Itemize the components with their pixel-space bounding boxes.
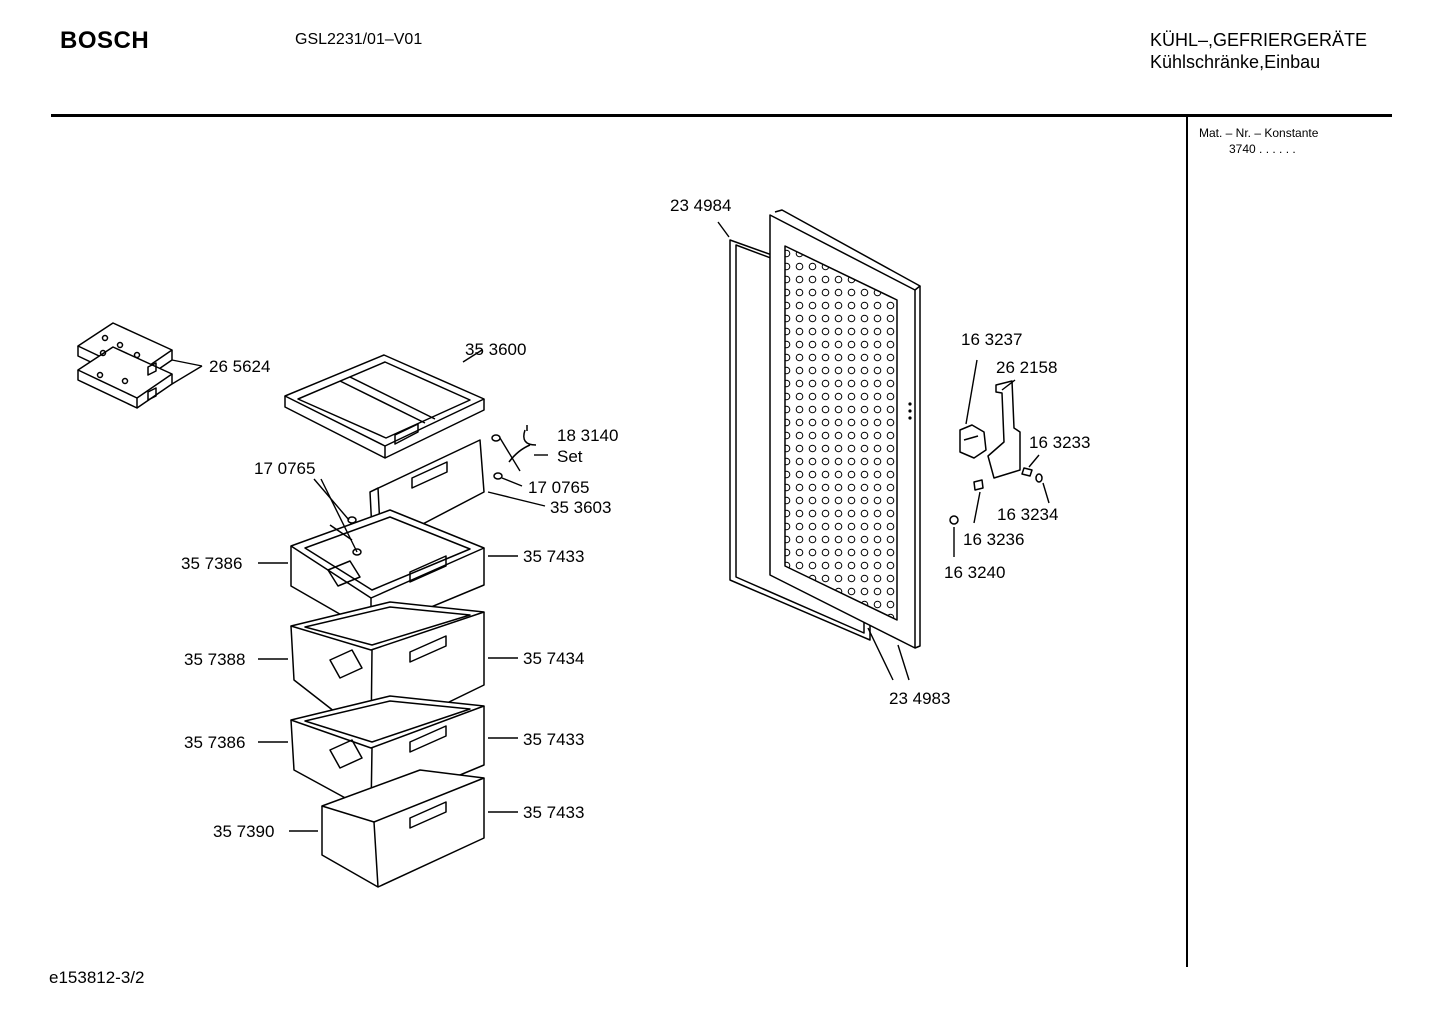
part-label-234983: 23 4983 xyxy=(889,689,950,708)
document-id: e153812-3/2 xyxy=(49,968,145,987)
mat-nr-value: 3740 . . . . . . xyxy=(1229,142,1296,156)
part-label-357433-bottom: 35 7433 xyxy=(523,803,584,822)
model-number: GSL2231/01–V01 xyxy=(295,31,423,48)
leader-lines xyxy=(171,221,1050,832)
shelf-tray-illustration xyxy=(284,354,485,459)
brand-logo: BOSCH xyxy=(60,27,150,54)
cold-pack-illustration xyxy=(77,322,173,409)
part-label-163234: 16 3234 xyxy=(997,505,1058,524)
part-labels: 26 5624 35 3600 18 3140 Set 17 0765 17 0… xyxy=(181,196,1090,841)
category-title: KÜHL–,GEFRIERGERÄTE xyxy=(1150,30,1368,50)
part-label-170765-left: 17 0765 xyxy=(254,459,315,478)
part-label-262158: 26 2158 xyxy=(996,358,1057,377)
part-label-357386-lower: 35 7386 xyxy=(184,733,245,752)
part-label-163237: 16 3237 xyxy=(961,330,1022,349)
mat-nr-label: Mat. – Nr. – Konstante xyxy=(1199,126,1319,140)
part-label-set: Set xyxy=(557,447,583,466)
part-label-353603: 35 3603 xyxy=(550,498,611,517)
part-label-163240: 16 3240 xyxy=(944,563,1005,582)
category-subtitle: Kühlschränke,Einbau xyxy=(1150,52,1321,72)
part-label-170765-right: 17 0765 xyxy=(528,478,589,497)
part-label-357388: 35 7388 xyxy=(184,650,245,669)
part-label-183140: 18 3140 xyxy=(557,426,618,445)
part-label-353600: 35 3600 xyxy=(465,340,526,359)
part-label-357434: 35 7434 xyxy=(523,649,584,668)
hinge-assembly-illustration xyxy=(949,380,1043,525)
header-divider xyxy=(51,114,1392,117)
part-label-265624: 26 5624 xyxy=(209,357,270,376)
part-label-357386-top: 35 7386 xyxy=(181,554,242,573)
part-label-357433-top: 35 7433 xyxy=(523,547,584,566)
part-label-357433-mid: 35 7433 xyxy=(523,730,584,749)
sidebar-divider xyxy=(1186,116,1188,967)
part-label-163233: 16 3233 xyxy=(1029,433,1090,452)
part-label-163236: 16 3236 xyxy=(963,530,1024,549)
drawer-4-illustration xyxy=(321,769,485,888)
door-panel-illustration xyxy=(769,209,921,649)
drawer-3-illustration xyxy=(290,695,485,813)
part-label-234984: 23 4984 xyxy=(670,196,731,215)
part-label-357390: 35 7390 xyxy=(213,822,274,841)
shelf-clip-set-illustration xyxy=(491,425,537,480)
